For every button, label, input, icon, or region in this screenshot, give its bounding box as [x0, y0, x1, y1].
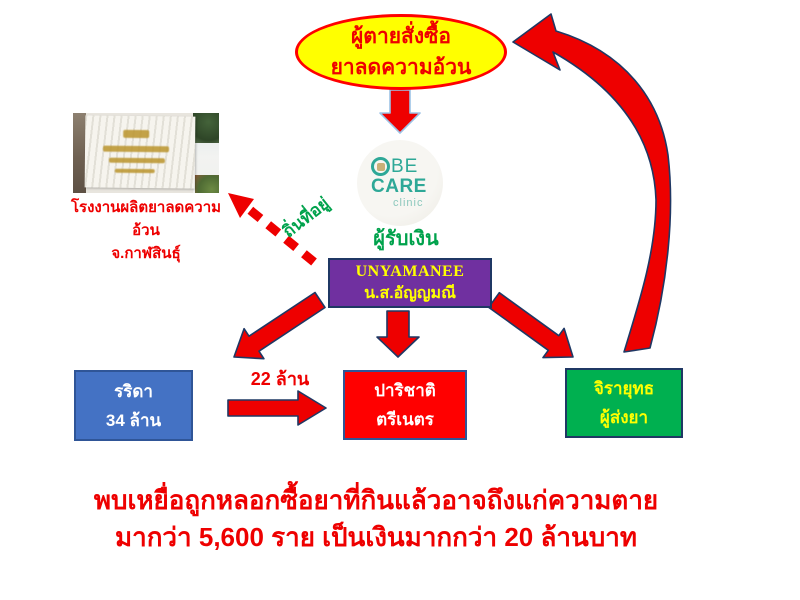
jirayut-box-line2: ผู้ส่งยา	[599, 408, 649, 427]
curved-return-arrow	[512, 13, 672, 353]
arrow-rarida-to-parichat	[227, 390, 327, 426]
rarida-box-line1: รริดา	[114, 381, 153, 401]
rarida-box: รริดา 34 ล้าน	[74, 370, 193, 441]
photo-foliage-bottom	[195, 175, 219, 193]
summary-text: พบเหยื่อถูกหลอกซื้อยาที่กินแล้วอาจถึงแก่…	[20, 482, 732, 556]
sign-gold-mark	[103, 145, 170, 153]
arrow-unyamanee-to-jirayut	[487, 291, 574, 359]
factory-caption-line2: จ.กาฬสินธุ์	[111, 245, 181, 262]
photo-foliage-top	[193, 113, 219, 143]
factory-caption-line1: โรงงานผลิตยาลดความอ้วน	[70, 199, 222, 239]
ellipse-line1: ผู้ตายสั่งซื้อ	[351, 25, 451, 48]
logo-clinic-text: clinic	[393, 196, 424, 209]
summary-line1: พบเหยื่อถูกหลอกซื้อยาที่กินแล้วอาจถึงแก่…	[93, 485, 659, 515]
photo-building-strip	[73, 113, 86, 193]
logo-care-text: CARE	[371, 175, 427, 197]
unyamanee-box: UNYAMANEE น.ส.อัญญมณี	[328, 258, 492, 308]
money-receiver-label: ผู้รับเงิน	[373, 228, 439, 250]
factory-photo	[73, 113, 219, 193]
unyamanee-box-line2: น.ส.อัญญมณี	[364, 285, 456, 302]
logo-obe-text: BE	[391, 155, 419, 177]
transfer-amount-label: 22 ล้าน	[250, 369, 310, 389]
obe-logo-o-ring-icon	[371, 157, 390, 176]
logo-line-obe: BE	[371, 155, 443, 177]
dashed-arrow-head	[228, 193, 254, 218]
parichat-box: ปาริชาติ ตรีเนตร	[343, 370, 467, 440]
rarida-box-line2: 34 ล้าน	[105, 410, 162, 430]
dashed-residence-arrow	[228, 193, 317, 266]
ellipse-line2: ยาลดความอ้วน	[330, 56, 472, 79]
factory-caption: โรงงานผลิตยาลดความอ้วน จ.กาฬสินธุ์	[60, 196, 232, 265]
summary-line2: มากว่า 5,600 ราย เป็นเงินมากกว่า 20 ล้าน…	[114, 522, 638, 552]
obecare-clinic-logo: BE CARE clinic	[357, 140, 443, 226]
sign-gold-mark	[123, 129, 150, 139]
arrow-ellipse-to-clinic	[379, 89, 421, 134]
jirayut-box: จิรายุทธ ผู้ส่งยา	[565, 368, 683, 438]
sign-gold-mark	[108, 157, 165, 164]
block-arrows	[227, 89, 574, 426]
unyamanee-box-line1: UNYAMANEE	[355, 263, 465, 280]
jirayut-box-line1: จิรายุทธ	[593, 379, 655, 398]
deceased-order-ellipse: ผู้ตายสั่งซื้อ ยาลดความอ้วน	[295, 14, 507, 90]
arrow-unyamanee-to-rarida	[233, 291, 326, 360]
parichat-box-line1: ปาริชาติ	[374, 381, 436, 400]
photo-marble-sign	[84, 115, 196, 189]
obe-logo-pill-icon	[376, 162, 385, 171]
parichat-box-line2: ตรีเนตร	[376, 410, 434, 429]
arrow-unyamanee-to-parichat	[376, 310, 420, 358]
sign-gold-mark	[114, 168, 155, 174]
